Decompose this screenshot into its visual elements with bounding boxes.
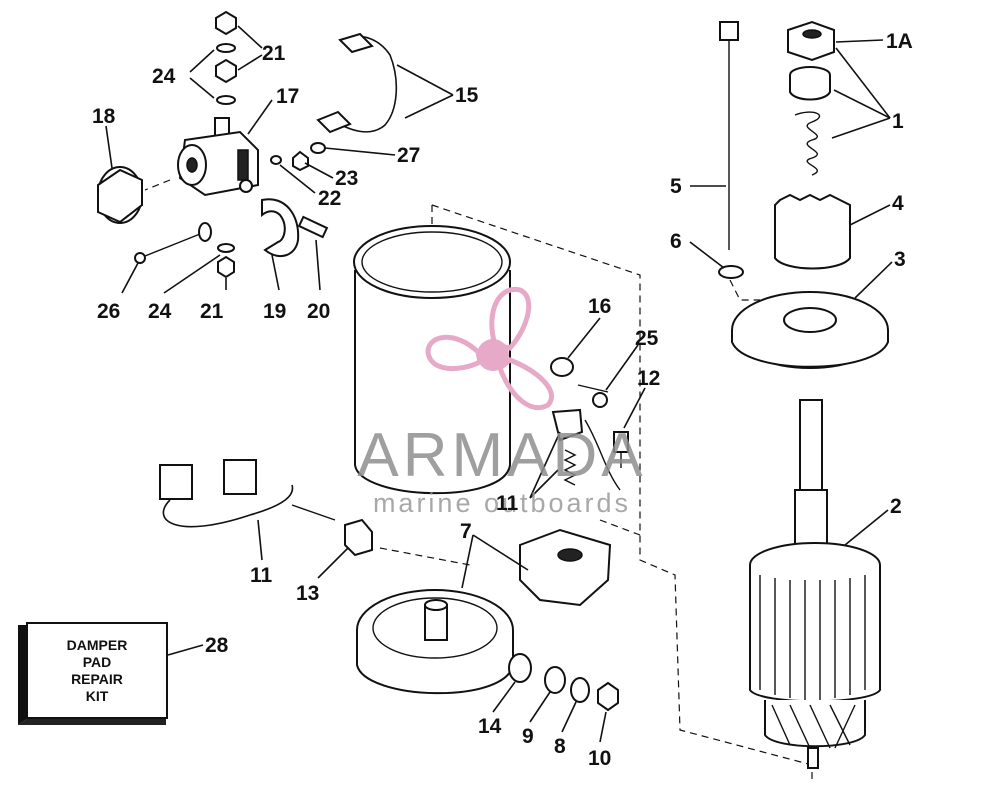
callout-26: 26 xyxy=(97,300,120,323)
callout-9: 9 xyxy=(522,725,534,748)
callout-27: 27 xyxy=(397,144,420,167)
kit-line-4: KIT xyxy=(86,688,109,704)
callout-11-left: 11 xyxy=(250,564,273,587)
callout-23: 23 xyxy=(335,167,358,190)
brush-assembly xyxy=(159,459,373,557)
end-cap xyxy=(356,589,514,695)
callout-21-bottom: 21 xyxy=(200,300,224,323)
watermark-tagline: marine outboards xyxy=(373,488,631,518)
kit-line-3: REPAIR xyxy=(71,671,123,687)
callout-12: 12 xyxy=(637,367,660,390)
propeller-blade-left xyxy=(425,334,483,372)
propeller-blade-top xyxy=(489,286,532,351)
callout-6: 6 xyxy=(670,230,682,253)
callout-4: 4 xyxy=(892,192,904,215)
callout-14: 14 xyxy=(478,715,502,738)
callout-20: 20 xyxy=(307,300,330,323)
brush-holder xyxy=(519,528,612,607)
callout-18: 18 xyxy=(92,105,116,128)
propeller-hub xyxy=(477,339,509,371)
callout-28: 28 xyxy=(205,634,229,657)
drive-end xyxy=(718,20,889,769)
motor-frame xyxy=(353,225,511,495)
callout-5: 5 xyxy=(670,175,682,198)
callout-10: 10 xyxy=(588,747,611,770)
callout-3: 3 xyxy=(894,248,906,271)
solenoid-assembly xyxy=(97,10,398,279)
callout-21-top: 21 xyxy=(262,42,286,65)
propeller-blade-right xyxy=(497,357,554,410)
callout-22: 22 xyxy=(318,187,341,210)
callout-leaders xyxy=(105,25,893,743)
callout-1A: 1A xyxy=(886,30,913,53)
callout-24-bottom: 24 xyxy=(148,300,172,323)
callout-8: 8 xyxy=(554,735,566,758)
callout-16: 16 xyxy=(588,295,611,318)
kit-line-1: DAMPER xyxy=(67,637,128,653)
callout-labels: 21 24 17 18 15 27 23 22 26 24 21 19 20 1… xyxy=(92,30,913,770)
callout-13: 13 xyxy=(296,582,319,605)
terminal-hardware xyxy=(508,653,619,712)
propeller-logo xyxy=(425,286,554,410)
callout-2: 2 xyxy=(890,495,902,518)
callout-19: 19 xyxy=(263,300,286,323)
callout-1: 1 xyxy=(892,110,904,133)
callout-24-top: 24 xyxy=(152,65,176,88)
callout-15: 15 xyxy=(455,84,479,107)
assembly-dashed-lines xyxy=(144,179,813,780)
callout-7: 7 xyxy=(460,520,472,543)
kit-line-2: PAD xyxy=(83,654,112,670)
armada-watermark: ARMADA marine outboards xyxy=(357,286,646,518)
watermark-brand: ARMADA xyxy=(357,421,646,490)
callout-11-center: 11 xyxy=(496,492,519,515)
callout-17: 17 xyxy=(276,85,299,108)
damper-pad-repair-kit-box: DAMPER PAD REPAIR KIT xyxy=(18,622,168,725)
callout-25: 25 xyxy=(635,327,659,350)
